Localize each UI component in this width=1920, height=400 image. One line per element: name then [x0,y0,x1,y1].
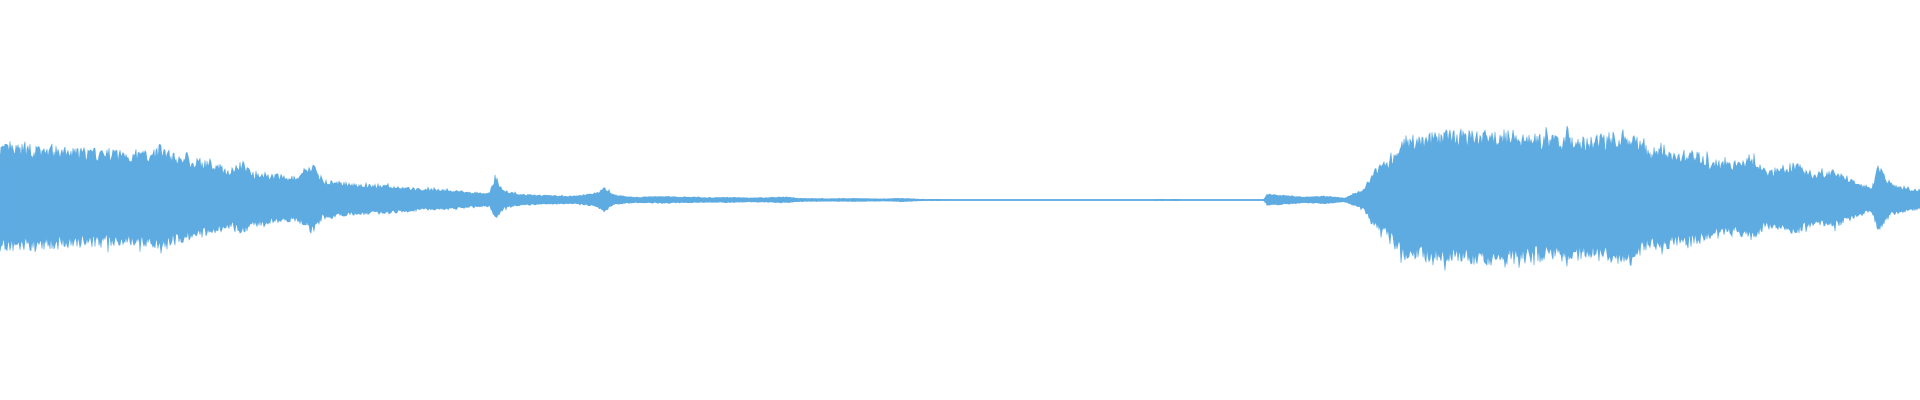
waveform-shape [0,125,1920,271]
